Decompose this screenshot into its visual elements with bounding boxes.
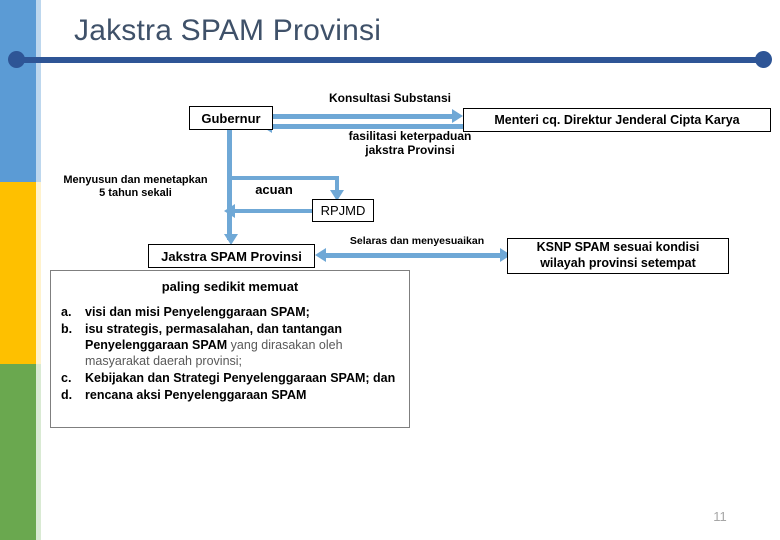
list-item-text: isu strategis, permasalahan, dan tantang… bbox=[85, 321, 399, 369]
node-ksnp-spam[interactable]: KSNP SPAM sesuai kondisi wilayah provins… bbox=[507, 238, 729, 274]
page-title: Jakstra SPAM Provinsi bbox=[74, 14, 382, 47]
label-fasilitasi-keterpaduan: fasilitasi keterpaduan jakstra Provinsi bbox=[310, 129, 510, 157]
connector-jakstra-ksnp bbox=[326, 253, 502, 258]
label-konsultasi-substansi: Konsultasi Substansi bbox=[328, 91, 452, 105]
label-acuan: acuan bbox=[255, 182, 293, 197]
arrowhead-to-menteri-icon bbox=[452, 109, 463, 123]
list-item-bold: Kebijakan dan Strategi Penyelenggaraan S… bbox=[85, 371, 396, 385]
arrowhead-to-jakstra-icon bbox=[224, 234, 238, 245]
label-selaras-menyesuaikan: Selaras dan menyesuaikan bbox=[349, 235, 485, 247]
list-item-text: Kebijakan dan Strategi Penyelenggaraan S… bbox=[85, 370, 399, 386]
connector-rpjmd-to-stem bbox=[231, 209, 313, 213]
detail-heading: paling sedikit memuat bbox=[161, 279, 299, 294]
node-ksnp-line2: wilayah provinsi setempat bbox=[540, 256, 696, 270]
rail-edge-green bbox=[36, 364, 41, 540]
list-item: c. Kebijakan dan Strategi Penyelenggaraa… bbox=[61, 370, 399, 386]
title-divider bbox=[10, 57, 770, 63]
list-item-text: rencana aksi Penyelenggaraan SPAM bbox=[85, 387, 399, 403]
connector-acuan-vertical bbox=[335, 176, 339, 192]
rail-edge-yellow bbox=[36, 182, 41, 364]
list-item-marker: a. bbox=[61, 305, 72, 319]
label-fasilitasi-line1: fasilitasi keterpaduan bbox=[348, 129, 472, 143]
arrowhead-to-jakstra-from-ksnp-icon bbox=[315, 248, 326, 262]
connector-menteri-to-gubernur bbox=[272, 124, 471, 129]
label-menyusun-line1: Menyusun dan menetapkan bbox=[63, 174, 208, 186]
detail-box: paling sedikit memuat a. visi dan misi P… bbox=[50, 270, 410, 428]
list-item-regular: yang dirasakan oleh masyarakat daerah pr… bbox=[85, 338, 343, 368]
node-gubernur[interactable]: Gubernur bbox=[189, 106, 273, 130]
label-menyusun-menetapkan: Menyusun dan menetapkan 5 tahun sekali bbox=[48, 174, 223, 200]
connector-gubernur-down bbox=[227, 130, 232, 240]
node-menteri-dirjen-cipta-karya[interactable]: Menteri cq. Direktur Jenderal Cipta Kary… bbox=[463, 108, 771, 132]
rail-band-yellow bbox=[0, 182, 36, 364]
arrowhead-to-ksnp-icon bbox=[500, 248, 511, 262]
node-jakstra-spam-provinsi[interactable]: Jakstra SPAM Provinsi bbox=[148, 244, 315, 268]
divider-dot-right-icon bbox=[755, 51, 772, 68]
list-item-bold: isu strategis, permasalahan, dan tantang… bbox=[85, 322, 343, 352]
rail-edge-blue bbox=[36, 0, 41, 182]
page-number: 11 bbox=[713, 509, 727, 524]
list-item-bold: rencana aksi Penyelenggaraan SPAM bbox=[85, 388, 307, 402]
connector-acuan-horizontal bbox=[227, 176, 339, 180]
node-ksnp-line1: KSNP SPAM sesuai kondisi bbox=[536, 240, 700, 255]
arrowhead-to-rpjmd-icon bbox=[330, 190, 344, 201]
label-menyusun-line2: 5 tahun sekali bbox=[99, 186, 172, 199]
rail-band-blue bbox=[0, 0, 36, 182]
connector-gubernur-to-menteri bbox=[273, 114, 454, 119]
list-item-marker: c. bbox=[61, 371, 72, 385]
list-item-bold: visi dan misi Penyelenggaraan SPAM; bbox=[85, 305, 310, 319]
rail-band-green bbox=[0, 364, 36, 540]
list-item-marker: b. bbox=[61, 322, 73, 336]
list-item-marker: d. bbox=[61, 388, 73, 402]
arrowhead-rpjmd-to-stem-icon bbox=[224, 204, 235, 218]
list-item: a. visi dan misi Penyelenggaraan SPAM; bbox=[61, 304, 399, 320]
list-item-text: visi dan misi Penyelenggaraan SPAM; bbox=[85, 304, 399, 320]
list-item: d. rencana aksi Penyelenggaraan SPAM bbox=[61, 387, 399, 403]
divider-dot-left-icon bbox=[8, 51, 25, 68]
label-fasilitasi-line2: jakstra Provinsi bbox=[365, 143, 455, 158]
node-rpjmd[interactable]: RPJMD bbox=[312, 199, 374, 222]
list-item: b. isu strategis, permasalahan, dan tant… bbox=[61, 321, 399, 369]
